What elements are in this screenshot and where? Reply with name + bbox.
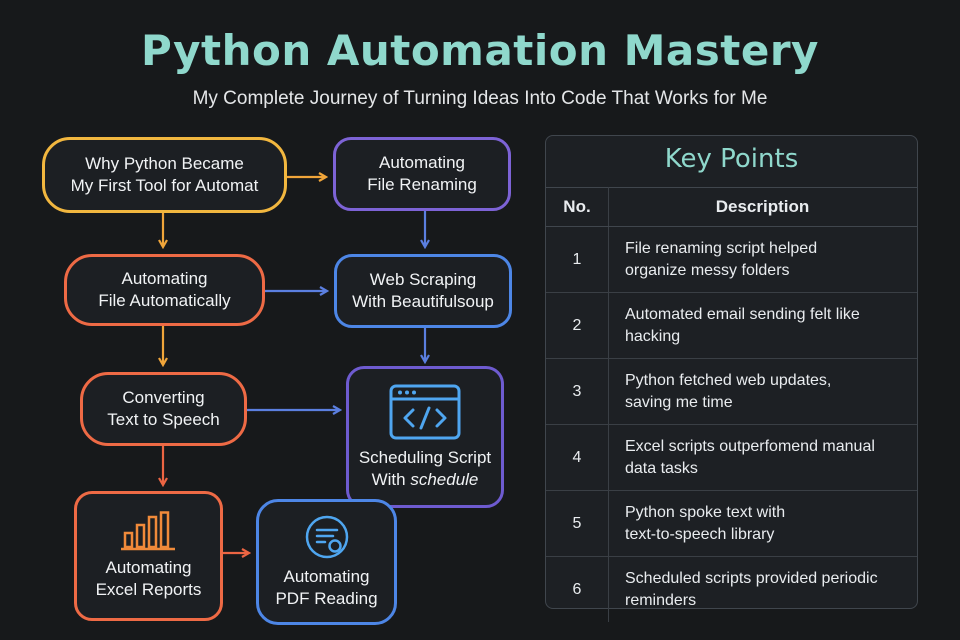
column-header-no: No. — [546, 187, 609, 227]
row-description: Python fetched web updates, saving me ti… — [608, 358, 917, 425]
column-header-description: Description — [608, 187, 917, 227]
row-description-line: Python fetched web updates, — [625, 371, 832, 389]
row-description-line: Scheduled scripts provided periodic — [625, 569, 878, 587]
row-description-line: reminders — [625, 591, 697, 609]
key-points-panel: Key Points No. Description 1 File renami… — [545, 135, 918, 622]
row-description-line: File renaming script helped — [625, 239, 818, 257]
row-description: Excel scripts outperfomend manual data t… — [608, 424, 917, 491]
page-subtitle: My Complete Journey of Turning Ideas Int… — [192, 88, 768, 109]
row-number: 4 — [546, 424, 609, 491]
table-row: 5 Python spoke text with text-to-speech … — [546, 490, 917, 557]
table-row: 3 Python fetched web updates, saving me … — [546, 358, 917, 425]
table-row: 6 Scheduled scripts provided periodic re… — [546, 556, 917, 622]
row-description: File renaming script helped organize mes… — [609, 227, 918, 293]
row-description-line: text-to-speech library — [625, 525, 775, 543]
node-line: File Renaming — [367, 175, 477, 194]
node-pdf-reading: Automating PDF Reading — [256, 499, 397, 625]
node-line: Automating — [105, 558, 192, 577]
node-file-automatically: Automating File Automatically — [64, 254, 265, 326]
node-line: Automating — [379, 153, 465, 172]
row-number: 6 — [546, 556, 609, 622]
node-why-python: Why Python Became My First Tool for Auto… — [42, 137, 287, 213]
row-description-line: organize messy folders — [625, 261, 790, 279]
page-title: Python Automation Mastery — [141, 26, 819, 75]
node-line: With schedule — [372, 469, 479, 491]
row-description-line: saving me time — [625, 393, 733, 411]
key-points-title: Key Points — [664, 144, 799, 174]
document-icon — [305, 515, 348, 559]
node-line: PDF Reading — [275, 589, 378, 608]
node-line: File Automatically — [98, 291, 231, 310]
node-text-to-speech: Converting Text to Speech — [80, 372, 247, 446]
table-row: 1 File renaming script helped organize m… — [546, 226, 918, 293]
code-window-icon — [389, 384, 461, 440]
node-line: Excel Reports — [95, 580, 202, 599]
table-row: 2 Automated email sending felt like hack… — [546, 292, 917, 359]
row-description: Python spoke text with text-to-speech li… — [608, 490, 917, 557]
table-row: 4 Excel scripts outperfomend manual data… — [546, 424, 917, 491]
node-word: With — [371, 470, 406, 489]
node-line: My First Tool for Automat — [70, 176, 259, 195]
bar-chart-icon — [120, 511, 175, 551]
node-line: Scheduling Script — [358, 448, 492, 467]
node-line: Web Scraping — [369, 270, 477, 289]
row-number: 3 — [546, 358, 609, 425]
row-description-line: hacking — [625, 327, 681, 345]
row-description: Scheduled scripts provided periodic remi… — [608, 556, 917, 622]
node-line: Automating — [121, 269, 208, 288]
row-description-line: Excel scripts outperfomend manual — [625, 437, 875, 455]
row-description: Automated email sending felt like hackin… — [608, 292, 917, 359]
node-web-scraping: Web Scraping With Beautifulsoup — [334, 254, 512, 328]
row-description-line: Python spoke text with — [625, 503, 786, 521]
key-points-table: No. Description 1 File renaming script h… — [546, 187, 917, 622]
node-line: Converting — [122, 388, 205, 407]
node-line: Text to Speech — [107, 410, 220, 429]
node-line: With Beautifulsoup — [352, 292, 494, 311]
table-header-row: No. Description — [546, 187, 917, 227]
node-file-renaming: Automating File Renaming — [333, 137, 511, 211]
row-description-line: data tasks — [625, 459, 698, 477]
node-excel-reports: Automating Excel Reports — [74, 491, 223, 621]
node-line: Why Python Became — [85, 154, 244, 173]
node-line: Automating — [283, 567, 370, 586]
row-description-line: Automated email sending felt like — [625, 305, 860, 323]
node-scheduling-script: Scheduling Script With schedule — [346, 366, 504, 508]
row-number: 2 — [546, 292, 609, 359]
row-number: 5 — [546, 490, 609, 557]
row-number: 1 — [546, 226, 609, 293]
node-word-italic: schedule — [410, 470, 479, 489]
